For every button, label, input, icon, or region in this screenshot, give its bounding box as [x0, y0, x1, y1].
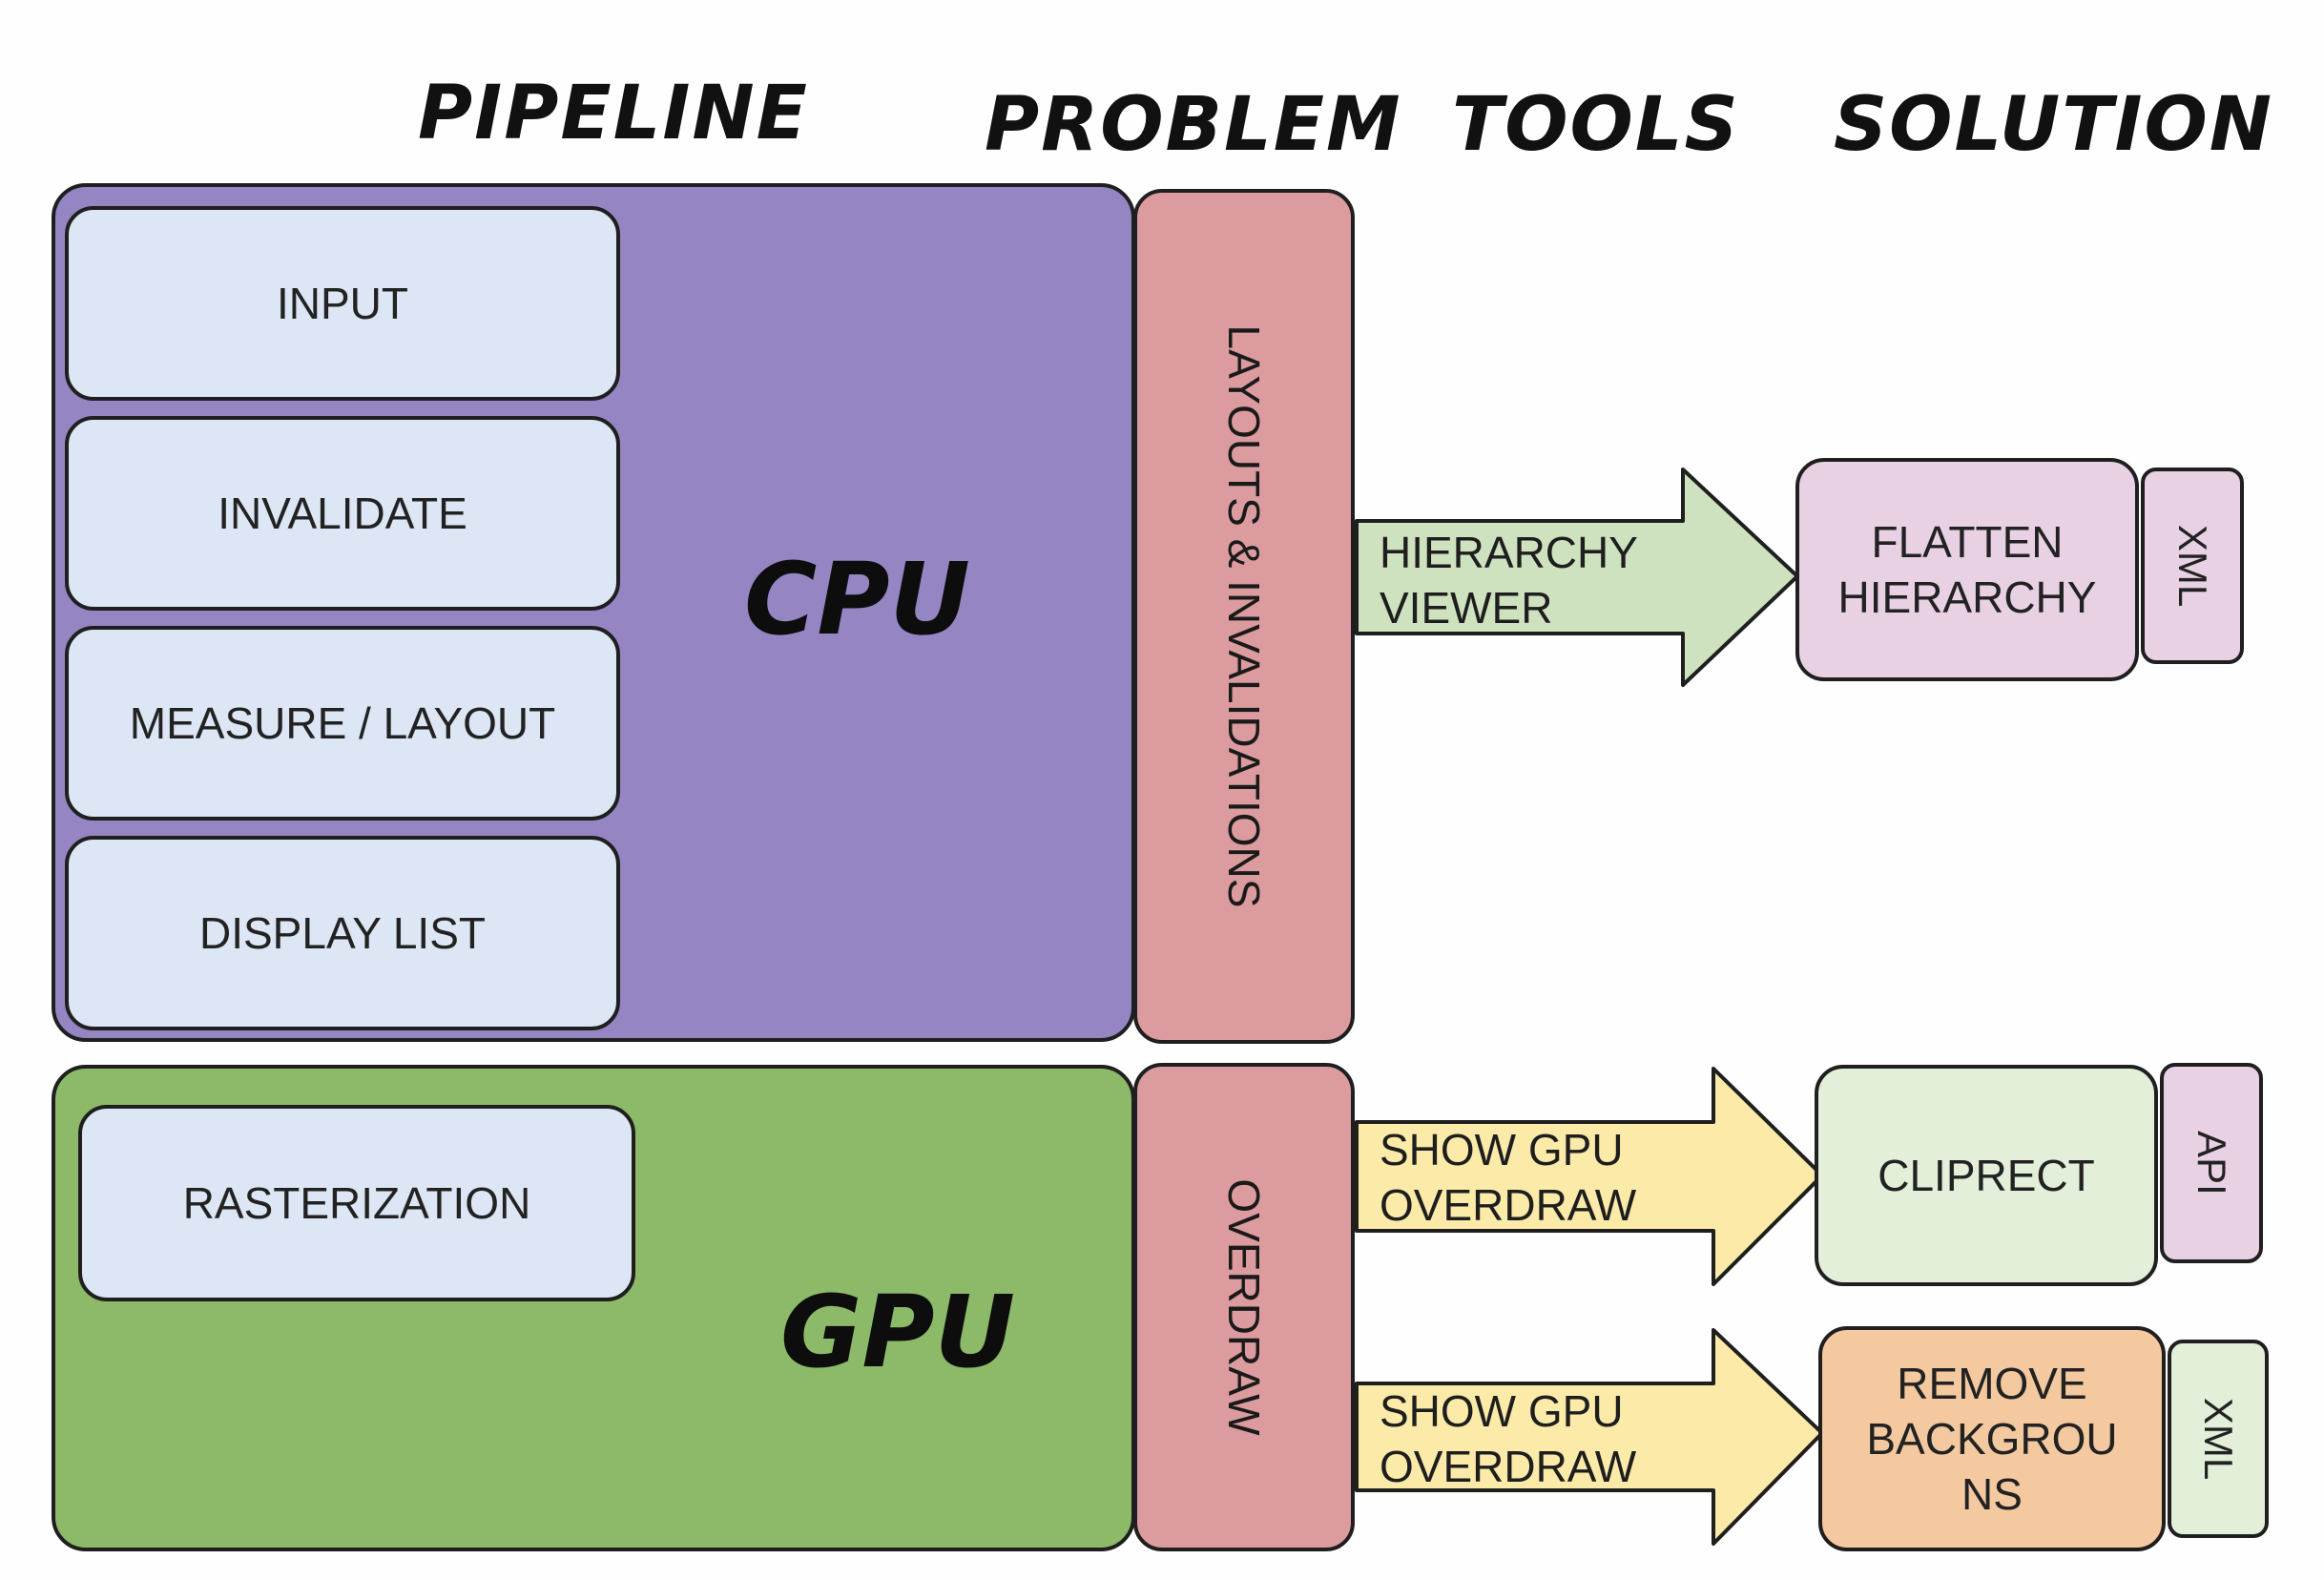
problem-layouts-invalidations: LAYOUTS & INVALIDATIONS	[1133, 189, 1355, 1044]
solution-flatten-line-1: FLATTEN	[1871, 517, 2064, 567]
tool-hierarchy-line-2: VIEWER	[1380, 583, 1553, 633]
solution-remove-tag-label: XML	[2196, 1397, 2241, 1481]
cpu-stage-input: INPUT	[65, 206, 620, 401]
gpu-label: GPU	[780, 1274, 1016, 1390]
solution-cliprect-line-1: CLIPRECT	[1878, 1151, 2095, 1200]
cpu-stage-measure-layout: MEASURE / LAYOUT	[65, 626, 620, 821]
cpu-label: CPU	[744, 541, 970, 657]
heading-pipeline: PIPELINE	[418, 71, 809, 156]
tool-hierarchy-viewer-text: HIERARCHY VIEWER	[1380, 525, 1638, 635]
solution-remove-line-3: NS	[1961, 1469, 2023, 1519]
solution-remove-tag: XML	[2168, 1340, 2269, 1538]
tool-hierarchy-line-1: HIERARCHY	[1380, 528, 1638, 577]
solution-flatten-line-2: HIERARCHY	[1837, 572, 2097, 622]
solution-cliprect: CLIPRECT	[1815, 1065, 2158, 1286]
solution-cliprect-tag: API	[2160, 1063, 2263, 1263]
solution-flatten-hierarchy: FLATTEN HIERARCHY	[1795, 458, 2139, 681]
problem-overdraw: OVERDRAW	[1133, 1063, 1355, 1551]
tool-gpu-overdraw-1-line-2: OVERDRAW	[1380, 1180, 1637, 1230]
tool-gpu-overdraw-2-text: SHOW GPU OVERDRAW	[1380, 1383, 1636, 1494]
heading-tools: TOOLS	[1452, 82, 1740, 168]
gpu-stage-rasterization: RASTERIZATION	[78, 1105, 635, 1301]
tool-gpu-overdraw-1-line-1: SHOW GPU	[1380, 1125, 1624, 1175]
heading-problem: PROBLEM	[985, 82, 1402, 168]
cpu-stage-invalidate: INVALIDATE	[65, 416, 620, 611]
tool-gpu-overdraw-2-line-1: SHOW GPU	[1380, 1386, 1624, 1436]
cpu-stage-display-list: DISPLAY LIST	[65, 836, 620, 1030]
solution-remove-backgrounds: REMOVE BACKGROU NS	[1818, 1326, 2166, 1551]
heading-solution: SOLUTION	[1834, 82, 2274, 168]
solution-cliprect-tag-label: API	[2189, 1131, 2234, 1195]
solution-flatten-tag: XML	[2141, 468, 2244, 664]
tool-gpu-overdraw-2-line-2: OVERDRAW	[1380, 1442, 1637, 1491]
solution-remove-line-1: REMOVE	[1897, 1359, 2087, 1408]
solution-remove-line-2: BACKGROU	[1866, 1414, 2118, 1464]
tool-gpu-overdraw-1-text: SHOW GPU OVERDRAW	[1380, 1122, 1636, 1233]
solution-flatten-tag-label: XML	[2170, 524, 2215, 608]
